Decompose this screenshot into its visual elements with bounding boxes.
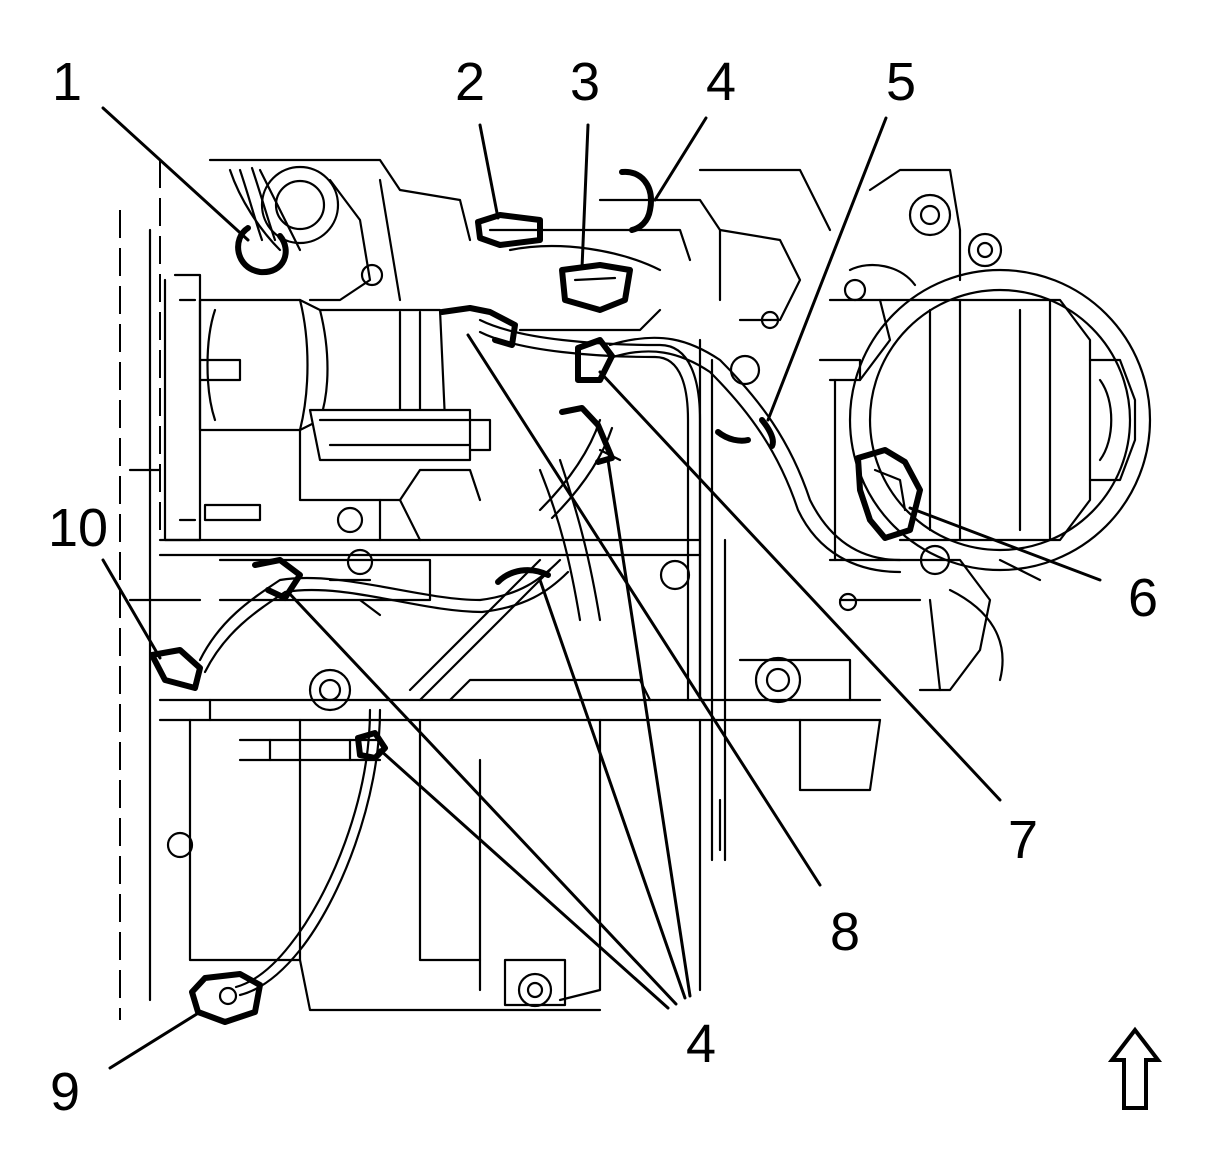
leader-10: [101, 558, 162, 660]
clip-harness-mid: [495, 567, 551, 585]
callout-9: 9: [50, 1062, 80, 1122]
callout-4-bottom: 4: [686, 1014, 716, 1074]
connector-6: [855, 447, 923, 541]
connector-3: [559, 262, 633, 313]
callout-8: 8: [830, 902, 860, 962]
connector-2: [475, 212, 543, 248]
leader-4-bottom-group: [286, 458, 692, 1010]
clip-4-top: [619, 168, 654, 233]
connector-10: [149, 647, 203, 691]
wiring-harness: [198, 166, 917, 997]
leader-4-top: [653, 116, 708, 202]
callout-4-top: 4: [706, 52, 736, 112]
leader-1: [101, 106, 250, 242]
connector-7: [575, 337, 615, 383]
callout-1: 1: [52, 52, 82, 112]
leader-9: [108, 1010, 202, 1070]
ground-terminal-1: [235, 225, 289, 276]
clip-5: [715, 417, 776, 449]
connector-8: [559, 405, 622, 465]
sensor-9: [189, 971, 263, 1025]
leader-lines: [101, 106, 1102, 1070]
clip-oilpan: [355, 730, 388, 761]
callout-6: 6: [1128, 568, 1158, 628]
clip-harness-left: [252, 557, 303, 601]
leader-7: [598, 370, 1002, 802]
clip-starter-top: [439, 305, 518, 348]
callout-labels: 1 2 3 4 5 6 7 8 10 4 9: [48, 52, 1158, 1122]
callout-5: 5: [886, 52, 916, 112]
leader-3: [580, 123, 590, 270]
leader-5: [766, 116, 888, 422]
leader-2: [478, 123, 500, 220]
callout-3: 3: [570, 52, 600, 112]
callout-2: 2: [455, 52, 485, 112]
leader-8: [466, 333, 822, 887]
connectors-and-clips: [149, 168, 923, 1025]
callout-10: 10: [48, 498, 108, 558]
callout-7: 7: [1008, 810, 1038, 870]
engine-block-linework: [119, 158, 1152, 1020]
leader-6: [908, 506, 1102, 582]
up-arrow-icon: [1107, 1026, 1163, 1110]
